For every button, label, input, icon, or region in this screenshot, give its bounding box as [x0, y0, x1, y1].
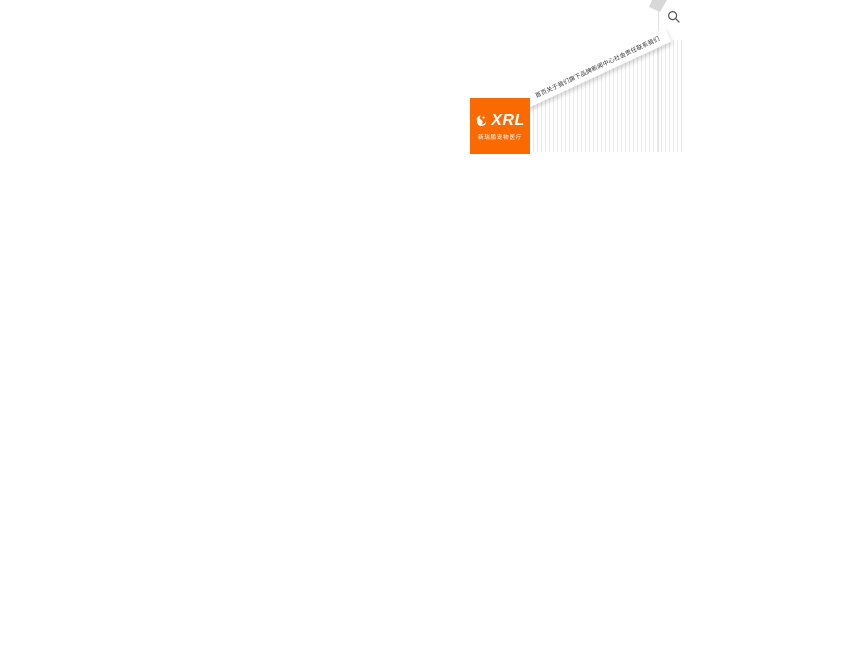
band-end-wedge: [649, 0, 673, 13]
search-icon: [667, 10, 681, 24]
brand-tagline: 新瑞鹏宠物医疗: [477, 134, 523, 141]
brand-logo[interactable]: XRL 新瑞鹏宠物医疗: [470, 98, 530, 154]
brand-name: XRL: [491, 111, 525, 129]
right-rail-divider: [658, 0, 659, 152]
lion-head-icon: [475, 114, 488, 127]
search-button[interactable]: [666, 9, 682, 25]
brand-logo-top: XRL: [475, 112, 525, 130]
